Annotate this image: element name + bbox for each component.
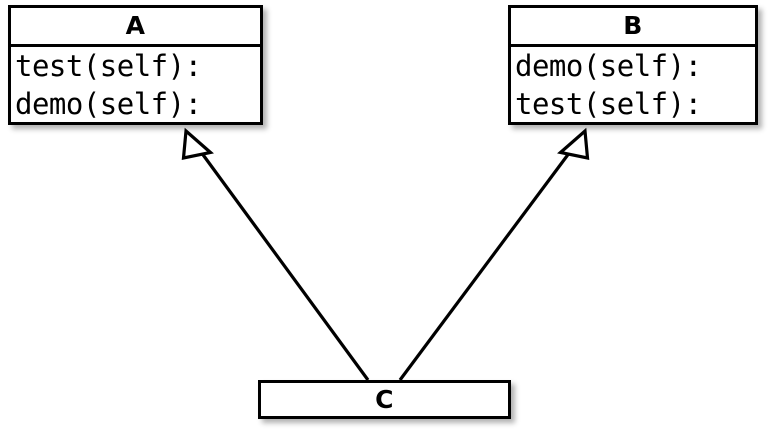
class-a-title: A — [125, 11, 146, 40]
uml-class-a[interactable]: A test(self): demo(self): — [8, 5, 263, 125]
class-a-member-0: test(self): — [15, 49, 202, 83]
generalization-line-c-b — [398, 143, 577, 381]
uml-class-b[interactable]: B demo(self): test(self): — [508, 5, 758, 125]
class-c-title: C — [375, 385, 394, 414]
hollow-triangle-arrowhead-b — [557, 127, 590, 160]
class-b-title: B — [623, 11, 643, 40]
generalization-c-to-b[interactable] — [398, 127, 590, 381]
class-b-member-0: demo(self): — [515, 49, 702, 83]
generalization-line-c-a — [194, 143, 370, 381]
class-b-member-1: test(self): — [515, 87, 702, 121]
class-a-member-compartment: test(self): demo(self): — [11, 44, 260, 123]
generalization-c-to-a[interactable] — [181, 127, 370, 381]
class-a-member-1: demo(self): — [15, 87, 202, 121]
uml-class-c[interactable]: C — [258, 380, 511, 419]
hollow-triangle-arrowhead-a — [181, 127, 214, 160]
class-b-member-compartment: demo(self): test(self): — [511, 44, 755, 123]
